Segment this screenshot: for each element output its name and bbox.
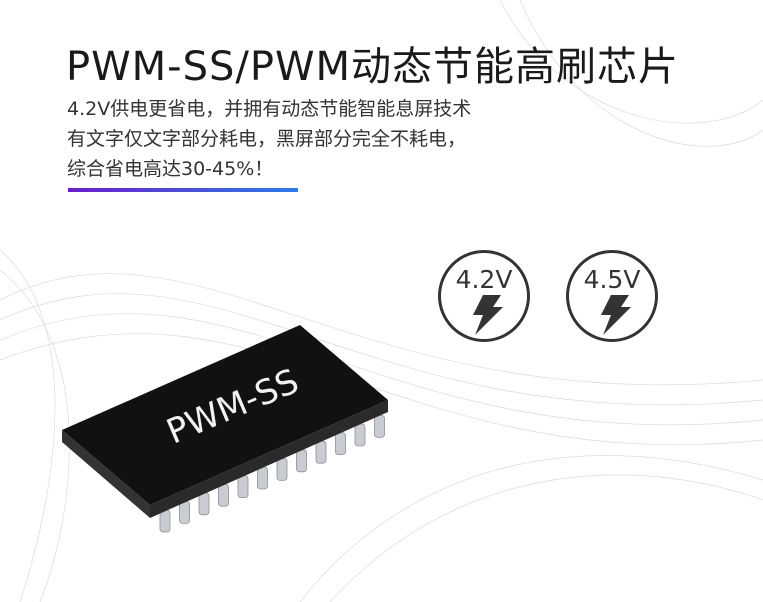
description-line: 综合省电高达30-45%！ (67, 158, 274, 180)
chip-pin (159, 509, 171, 533)
badge-label: 4.2V (455, 265, 513, 294)
description-line: 有文字仅文字部分耗电，黑屏部分完全不耗电， (67, 128, 467, 150)
chip-pin (354, 423, 366, 447)
chip-pin (335, 432, 346, 456)
chip-pin (374, 414, 385, 438)
voltage-badge-4-2v: 4.2V (438, 250, 530, 342)
accent-bar (68, 188, 298, 192)
lightning-icon (601, 295, 631, 335)
voltage-badge-4-5v: 4.5V (566, 250, 658, 342)
chip-pin (315, 440, 327, 464)
lightning-icon (473, 295, 503, 335)
chip-pin (296, 449, 307, 473)
description-line: 4.2V供电更省电，并拥有动态节能智能息屏技术 (67, 98, 472, 120)
chip-pin (218, 483, 229, 507)
chip-pin (257, 466, 268, 490)
chip-pin (198, 492, 210, 516)
chip-pin (276, 457, 288, 481)
badge-label: 4.5V (583, 265, 641, 294)
chip-pin (237, 475, 249, 499)
page-title: PWM-SS/PWM动态节能高刷芯片 (66, 44, 680, 90)
chip-pin (179, 500, 190, 524)
